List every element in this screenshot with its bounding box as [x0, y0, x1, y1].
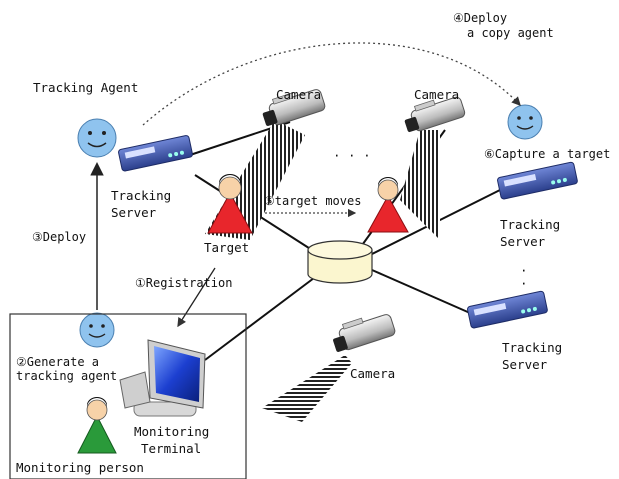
step5-label: ⑤target moves: [264, 194, 361, 208]
camera-top-left-label: Camera: [276, 87, 321, 102]
camera-view-cone-right: [400, 130, 440, 240]
step6-label: ⑥Capture a target: [484, 147, 610, 161]
step2-label-1: ②Generate a: [16, 355, 99, 369]
step4-label-2: a copy agent: [467, 26, 554, 40]
step3-label: ③Deploy: [32, 230, 86, 244]
server-right-top-label-1: Tracking: [500, 217, 560, 232]
monitoring-person-icon: [77, 397, 117, 454]
server-right-bottom-label-2: Server: [502, 357, 548, 372]
step4-label-1: ④Deploy: [453, 11, 507, 25]
monitoring-box: [9, 313, 247, 479]
step2-label-2: tracking agent: [16, 369, 117, 383]
ellipsis-right: ·: [520, 263, 528, 278]
tracking-agent-label: Tracking Agent: [33, 80, 138, 95]
ellipsis-top: · · ·: [333, 148, 371, 163]
terminal-label-2: Terminal: [141, 441, 201, 456]
monitoring-terminal-icon: [119, 339, 206, 417]
camera-view-cone-bottom: [262, 355, 352, 422]
tracking-server-right-top-icon: [497, 161, 578, 200]
link-database-terminal: [204, 274, 319, 361]
tracking-server-left-icon: [118, 135, 193, 172]
camera-top-right-icon: [404, 96, 466, 133]
moved-target-person-icon: [367, 177, 409, 233]
terminal-label-1: Monitoring: [134, 424, 209, 439]
server-left-label-2: Server: [111, 205, 157, 220]
step1-label: ①Registration: [135, 276, 232, 290]
tracking-agent-icon-left: [77, 118, 117, 158]
camera-top-left-icon: [262, 89, 326, 126]
camera-top-right-label: Camera: [414, 87, 459, 102]
server-left-label-1: Tracking: [111, 188, 171, 203]
camera-bottom-label: Camera: [350, 366, 395, 381]
camera-bottom-icon: [333, 314, 396, 352]
monitoring-person-label: Monitoring person: [16, 460, 144, 475]
server-right-bottom-label-1: Tracking: [502, 340, 562, 355]
copy-agent-icon: [507, 104, 543, 140]
ellipsis-right-2: ·: [520, 276, 528, 291]
target-person-icon: [207, 174, 253, 234]
link-database-server-right-bottom: [371, 269, 471, 314]
database-icon: [307, 240, 373, 284]
tracking-server-right-bottom-icon: [467, 290, 548, 329]
generated-agent-icon: [79, 312, 115, 348]
target-label: Target: [204, 240, 249, 255]
deploy-copy-agent-arrow: [142, 42, 521, 126]
server-right-top-label-2: Server: [500, 234, 546, 249]
registration-arrow: [177, 267, 216, 328]
